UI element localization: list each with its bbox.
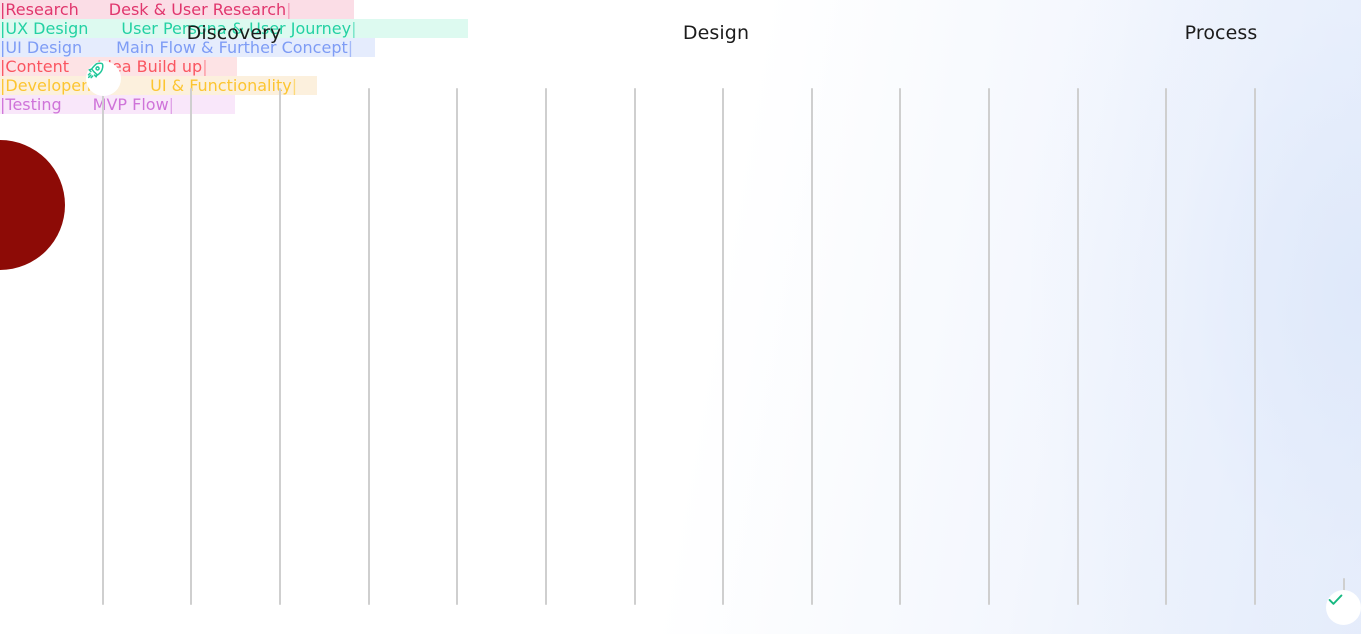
gridline (722, 88, 724, 605)
decorative-red-circle (0, 140, 65, 270)
gridline (811, 88, 813, 605)
gridline (1165, 88, 1167, 605)
timeline-end-badge[interactable] (1326, 590, 1361, 625)
phase-header-design: Design (682, 22, 750, 44)
gridline (899, 88, 901, 605)
task-description: Desk & User Research (108, 0, 287, 19)
gridline (1254, 88, 1256, 605)
gridline (190, 88, 192, 605)
check-icon (1326, 594, 1345, 613)
bar-end-handle-icon[interactable]: | (291, 76, 298, 95)
task-description: UI & Functionality (150, 76, 292, 95)
phase-header-process: Process (1184, 22, 1258, 44)
gridline (988, 88, 990, 605)
gridline (634, 88, 636, 605)
gridline (456, 88, 458, 605)
bar-end-handle-icon[interactable]: | (286, 0, 292, 19)
task-title: UI Design (5, 38, 83, 57)
task-title: UX Design (5, 19, 89, 38)
task-title: Testing (5, 95, 62, 114)
gridline (368, 88, 370, 605)
task-title: Content (5, 57, 70, 76)
rocket-icon (86, 62, 105, 84)
bar-end-handle-icon[interactable]: | (351, 19, 357, 38)
gridline (545, 88, 547, 605)
bar-end-handle-icon[interactable]: | (347, 38, 354, 57)
timeline-start-badge[interactable] (86, 61, 121, 96)
bar-end-handle-icon[interactable]: | (202, 57, 208, 76)
bar-end-handle-icon[interactable]: | (168, 95, 175, 114)
gridline (1077, 88, 1079, 605)
task-description: MVP Flow (92, 95, 169, 114)
task-title: Research (5, 0, 79, 19)
gridline (279, 88, 281, 605)
gridline (102, 61, 104, 605)
phase-header-discovery: Discovery (186, 22, 282, 44)
